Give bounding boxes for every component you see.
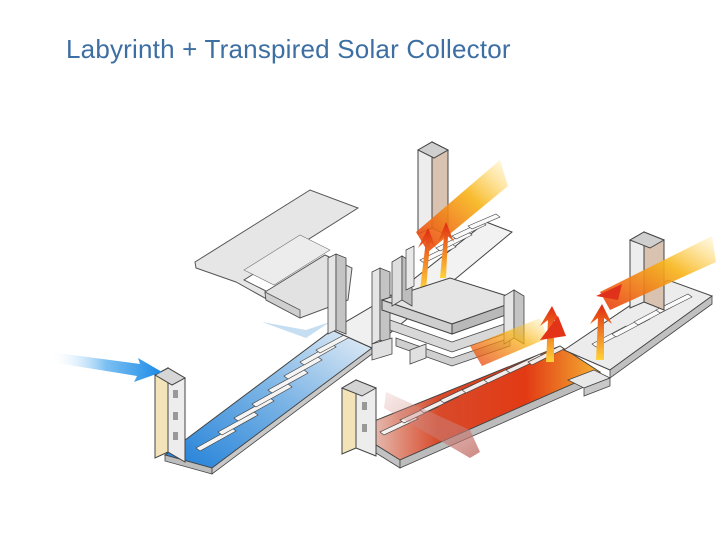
central-building-block — [327, 245, 525, 367]
exhaust-air-arrow-icon — [384, 392, 480, 458]
cool-air-arrow-icon — [50, 352, 162, 382]
warm-air-arrow-icon — [596, 236, 716, 310]
left-collector-tower — [153, 367, 187, 463]
lower-collector-tower — [340, 379, 378, 457]
slide-title: Labyrinth + Transpired Solar Collector — [66, 34, 511, 64]
warm-air-arrow-icon — [470, 318, 548, 366]
hot-air-arrow-icon — [418, 222, 454, 290]
cool-air-arrow-icon — [262, 322, 330, 338]
hot-air-arrow-icon — [540, 316, 566, 340]
upper-slab — [194, 189, 360, 319]
warm-air-arrow-icon — [416, 160, 508, 252]
